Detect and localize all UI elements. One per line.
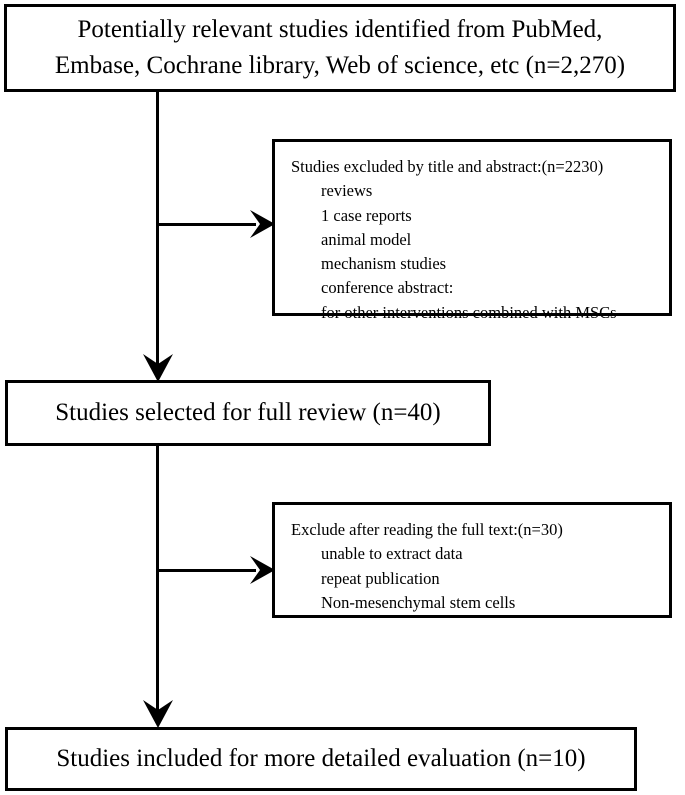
excluded-reason-repeat-publication: repeat publication [321,568,440,588]
connector-trunk-upper [156,92,159,373]
excluded-reason-mechanism-studies: mechanism studies [321,254,447,273]
box-included: Studies included for more detailed evalu… [5,727,637,791]
box-included-text: Studies included for more detailed evalu… [56,744,586,772]
box-excluded-title-abstract: Studies excluded by title and abstract:(… [272,139,672,322]
excluded-reason-animal-model: animal model [321,229,412,249]
excluded-reason-case-reports: 1 case reports [321,205,412,225]
arrowhead-right-to-excluded-full-text [246,553,276,587]
connector-branch-lower-line [156,569,256,572]
box-full-review: Studies selected for full review (n=40) [5,380,491,446]
box-full-review-text: Studies selected for full review (n=40) [55,398,441,426]
arrowhead-right-to-excluded-title-abstract [246,207,276,241]
excluded-reason-other-interventions: for other interventions combined with MS… [321,302,617,322]
connector-branch-upper-line [156,223,256,226]
arrowhead-down-to-included [141,693,175,729]
excluded-reason-reviews: reviews [321,181,373,201]
excluded-reason-unable-extract-data: unable to extract data [321,544,463,564]
excluded-reason-conference-abstract: conference abstract: [321,278,454,298]
box-excluded-full-text: Exclude after reading the full text:(n=3… [272,502,672,618]
box-identification: Potentially relevant studies identified … [4,4,676,92]
excluded-title-abstract-heading: Studies excluded by title and abstract:(… [291,157,604,176]
excluded-reason-non-mesenchymal: Non-mesenchymal stem cells [321,592,516,612]
box-identification-text: Potentially relevant studies identified … [54,15,626,79]
excluded-full-text-list: Exclude after reading the full text:(n=3… [291,518,669,615]
connector-trunk-lower [156,446,159,720]
arrowhead-down-to-full-review [141,347,175,383]
excluded-title-abstract-list: Studies excluded by title and abstract:(… [291,155,669,325]
excluded-full-text-heading: Exclude after reading the full text:(n=3… [291,520,563,539]
